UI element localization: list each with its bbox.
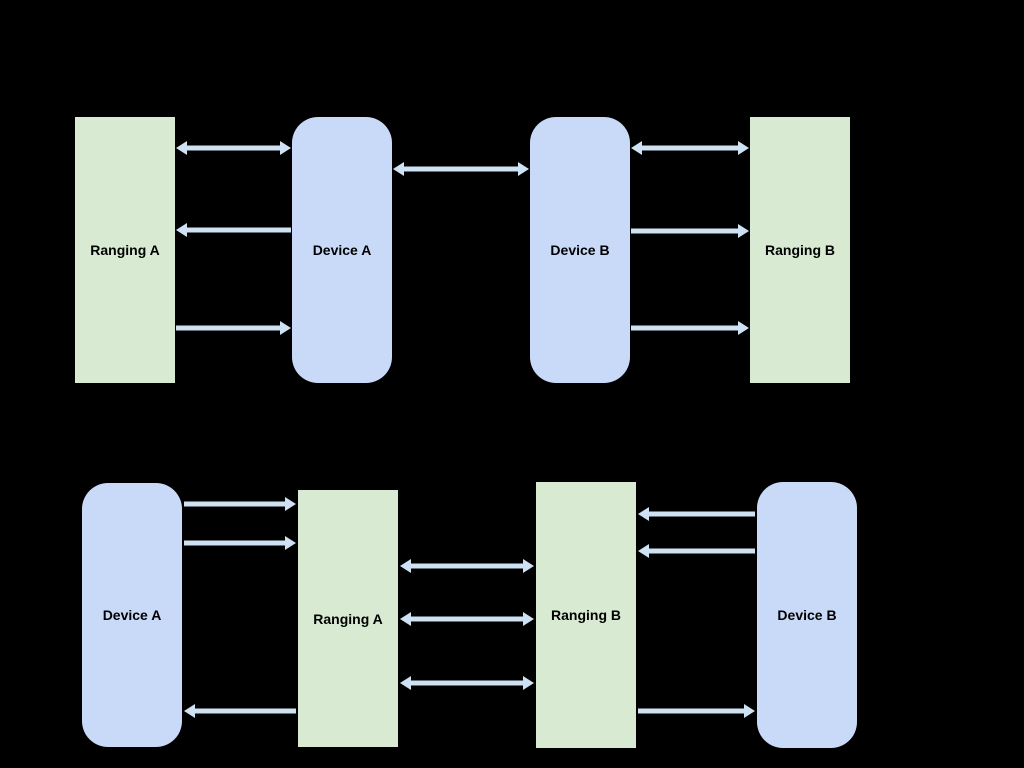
arrow-head-right	[280, 141, 291, 155]
arrow-head-right	[280, 321, 291, 335]
top-arrow-device-a-to-ranging-a	[176, 223, 291, 237]
arrow-shaft	[410, 616, 524, 622]
bottom-arrow-device-a-to-ranging-a-2	[184, 536, 296, 550]
bottom-box-ranging-a: Ranging A	[298, 490, 398, 747]
bottom-arrow-device-b-to-ranging-b-1	[638, 507, 755, 521]
arrow-shaft	[184, 540, 286, 546]
arrow-shaft	[638, 708, 745, 714]
arrow-head-left	[176, 141, 187, 155]
arrow-head-left	[638, 507, 649, 521]
bottom-arrow-ranging-a-ranging-b-bidirectional-1	[400, 559, 534, 573]
arrow-head-left	[184, 704, 195, 718]
arrow-shaft	[186, 145, 281, 151]
arrow-head-right	[523, 559, 534, 573]
arrow-head-right	[738, 321, 749, 335]
top-box-device-a: Device A	[292, 117, 392, 383]
bottom-box-device-b: Device B	[757, 482, 857, 748]
arrow-shaft	[194, 708, 296, 714]
bottom-box-device-a: Device A	[82, 483, 182, 747]
arrow-head-right	[523, 612, 534, 626]
bottom-arrow-ranging-a-ranging-b-bidirectional-2	[400, 612, 534, 626]
arrow-head-right	[738, 224, 749, 238]
arrow-shaft	[641, 145, 739, 151]
top-arrow-device-a-device-b-bidirectional	[393, 162, 529, 176]
arrow-shaft	[176, 325, 281, 331]
arrow-shaft	[186, 227, 291, 233]
top-box-ranging-a: Ranging A	[75, 117, 175, 383]
bottom-arrow-ranging-a-to-device-a	[184, 704, 296, 718]
top-arrow-ranging-a-to-device-a	[176, 321, 291, 335]
arrow-head-left	[393, 162, 404, 176]
bottom-box-device-b-label: Device B	[777, 607, 837, 623]
top-box-ranging-a-label: Ranging A	[90, 242, 160, 258]
arrow-head-right	[518, 162, 529, 176]
arrow-head-left	[638, 544, 649, 558]
arrow-shaft	[631, 325, 739, 331]
top-box-device-b-label: Device B	[550, 242, 610, 258]
arrow-shaft	[410, 680, 524, 686]
bottom-arrow-device-a-to-ranging-a-1	[184, 497, 296, 511]
arrow-head-left	[176, 223, 187, 237]
bottom-arrow-ranging-b-to-device-b	[638, 704, 755, 718]
top-arrow-ranging-a-device-a-bidirectional	[176, 141, 291, 155]
arrow-shaft	[648, 548, 755, 554]
arrow-head-left	[400, 612, 411, 626]
top-box-ranging-b: Ranging B	[750, 117, 850, 383]
top-arrow-device-b-to-ranging-b-bottom	[631, 321, 749, 335]
bottom-arrow-ranging-a-ranging-b-bidirectional-3	[400, 676, 534, 690]
top-arrow-device-b-ranging-b-bidirectional	[631, 141, 749, 155]
bottom-box-ranging-b: Ranging B	[536, 482, 636, 748]
arrow-shaft	[648, 511, 755, 517]
top-box-device-b: Device B	[530, 117, 630, 383]
arrow-head-right	[285, 536, 296, 550]
arrow-head-left	[400, 676, 411, 690]
top-box-device-a-label: Device A	[312, 242, 372, 258]
arrow-shaft	[410, 563, 524, 569]
arrow-head-left	[400, 559, 411, 573]
bottom-box-ranging-b-label: Ranging B	[551, 607, 621, 623]
arrow-head-right	[285, 497, 296, 511]
top-arrow-device-b-to-ranging-b-mid	[631, 224, 749, 238]
arrow-head-left	[631, 141, 642, 155]
bottom-arrow-device-b-to-ranging-b-2	[638, 544, 755, 558]
arrow-shaft	[184, 501, 286, 507]
arrow-head-right	[738, 141, 749, 155]
arrow-head-right	[523, 676, 534, 690]
top-box-ranging-b-label: Ranging B	[765, 242, 835, 258]
bottom-box-ranging-a-label: Ranging A	[313, 610, 383, 627]
arrow-head-right	[744, 704, 755, 718]
arrow-shaft	[631, 228, 739, 234]
bottom-box-device-a-label: Device A	[102, 607, 162, 623]
arrow-shaft	[403, 166, 519, 172]
